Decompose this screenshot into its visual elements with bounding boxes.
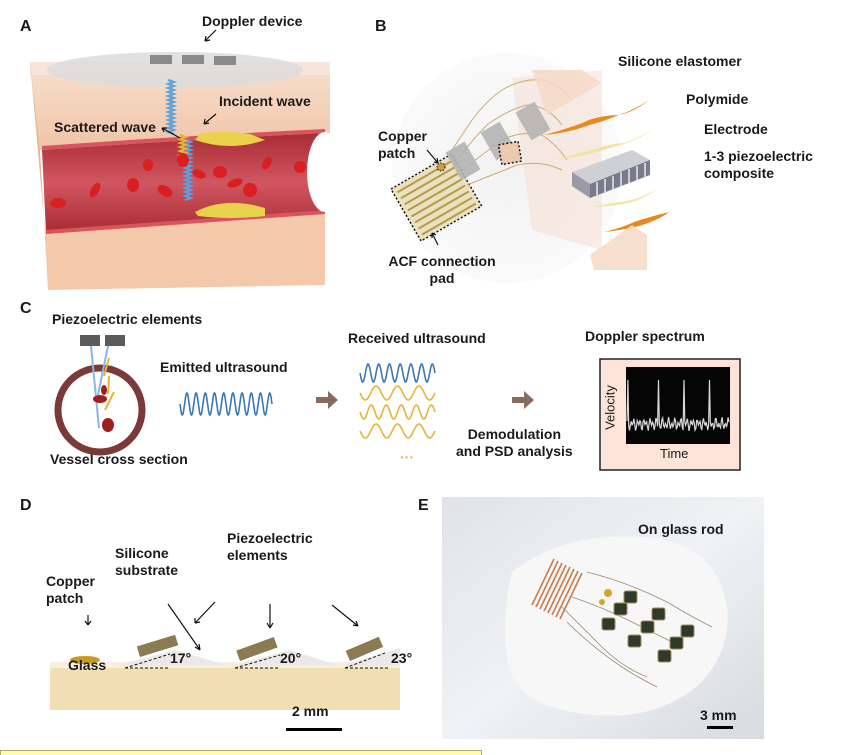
label-emitted-ultrasound: Emitted ultrasound [160, 359, 288, 375]
piezo-element-20 [236, 636, 278, 661]
silicone-elastomer-top [532, 70, 602, 115]
label-piezo-elements-c: Piezoelectric elements [52, 311, 203, 327]
vessel-ring [54, 364, 146, 456]
process-arrow-1 [316, 391, 338, 409]
scale-bar-d [286, 728, 342, 731]
label-doppler-device: Doppler device [202, 13, 303, 29]
label-polymide: Polymide [686, 91, 749, 107]
label-silicone-elastomer: Silicone elastomer [618, 53, 742, 69]
tissue-lower [45, 210, 325, 290]
label-electrode: Electrode [704, 121, 768, 137]
label-silicone-substrate: Silicone substrate [115, 545, 179, 578]
label-copper-patch-d: Copper patch [46, 573, 95, 606]
piezo-element-23 [345, 636, 384, 661]
label-vessel-cross-section: Vessel cross section [50, 451, 188, 467]
piezo-composite-block [572, 150, 650, 198]
label-demodulation: Demodulation and PSD analysis [456, 426, 573, 459]
label-acf-pad: ACF connection pad [388, 253, 496, 286]
panel-d-photo [50, 634, 400, 710]
panel-d-arrows [84, 601, 359, 651]
copper-patch-d [70, 656, 100, 664]
blood-cell-c1 [93, 395, 107, 403]
label-incident-wave: Incident wave [219, 93, 311, 109]
angle-17: 17° [170, 650, 192, 666]
panel-b-label: B [375, 18, 387, 35]
label-piezo-composite: 1-3 piezoelectric composite [704, 148, 813, 181]
copper-patch-e1 [604, 589, 612, 597]
glass-slab [50, 668, 400, 710]
panel-e-photo [442, 497, 764, 739]
panel-c-diagram [54, 335, 741, 471]
copper-patch-e2 [599, 599, 605, 605]
doppler-spectrum-trace [626, 379, 730, 433]
panel-b-illustration [389, 53, 669, 283]
copper-connectors [531, 558, 583, 620]
highlight-strip [0, 750, 482, 755]
panel-c-label: C [20, 300, 32, 317]
copper-patch-dot [436, 162, 446, 172]
label-scattered-wave: Scattered wave [54, 119, 156, 135]
panel-e-label: E [418, 497, 429, 514]
blood-cells [50, 153, 306, 208]
piezo-elements-e [601, 590, 695, 663]
doppler-spectrum-plot [626, 367, 730, 444]
ellipsis-more-waves: ··· [400, 449, 414, 465]
label-on-glass-rod: On glass rod [638, 521, 724, 537]
plaque-top [195, 132, 265, 146]
blood-cell-c3 [101, 385, 107, 395]
panel-d-label: D [20, 497, 32, 514]
received-wave-yellow-1 [359, 385, 436, 401]
panel-a-illustration [30, 29, 343, 290]
received-wave-yellow-2 [359, 404, 436, 420]
axis-label-velocity: Velocity [602, 385, 618, 430]
blood-cell-c2 [102, 418, 114, 432]
silicone-elastomer-bottom [590, 225, 647, 270]
scale-bar-label-e: 3 mm [700, 707, 737, 723]
piezo-element-left [80, 335, 100, 346]
angle-23: 23° [391, 650, 413, 666]
process-arrow-2 [512, 391, 534, 409]
emitted-wave [179, 391, 273, 417]
scale-bar-e [707, 726, 733, 729]
plaque-bottom [195, 202, 265, 218]
axis-label-time: Time [660, 446, 689, 461]
polymide-bottom [604, 212, 669, 232]
label-doppler-spectrum: Doppler spectrum [585, 328, 705, 344]
angle-20: 20° [280, 650, 302, 666]
incident-wave-beam [164, 79, 195, 201]
piezo-element-17 [136, 634, 179, 657]
panel-a-label: A [20, 18, 32, 35]
silicone-patch [505, 536, 728, 716]
received-wave-yellow-3 [359, 423, 436, 439]
label-copper-patch-b: Copper patch [378, 128, 427, 161]
label-glass: Glass [68, 657, 107, 673]
doppler-device-shape [47, 52, 303, 88]
serpentine-traces-e [561, 571, 713, 688]
electrode-bottom [592, 189, 657, 207]
label-piezo-elements-d: Piezoelectric elements [227, 530, 313, 563]
scale-bar-label-d: 2 mm [292, 703, 329, 719]
label-received-ultrasound: Received ultrasound [348, 330, 486, 346]
piezo-element-right [105, 335, 125, 346]
highlight-element [497, 140, 523, 166]
received-wave-blue [359, 363, 436, 383]
